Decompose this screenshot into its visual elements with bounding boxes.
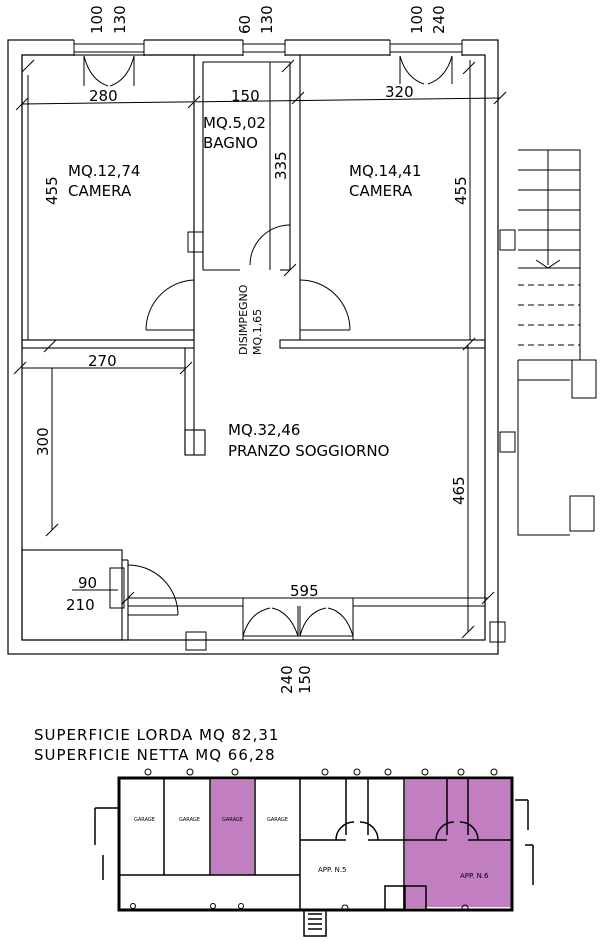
dim-bagno-width: 150 — [231, 87, 260, 105]
dim-entry-door-height: 210 — [66, 596, 95, 614]
key-plan: GARAGE GARAGE GARAGE GARAGE APP. N.5 APP… — [94, 768, 534, 937]
key-garage-4: GARAGE — [267, 817, 288, 823]
dimension-labels: 100 130 60 130 100 240 280 150 320 455 3… — [34, 5, 470, 694]
fixtures — [185, 229, 516, 651]
door-entry — [127, 564, 179, 616]
room-pranzo-name: PRANZO SOGGIORNO — [228, 442, 389, 460]
dim-camera-right-height: 455 — [452, 176, 470, 205]
dim-top-left-1: 100 — [88, 5, 106, 34]
dim-pranzo-upper-width: 270 — [88, 352, 117, 370]
highlight-app-6 — [405, 780, 511, 907]
dim-camera-left-width: 280 — [89, 87, 118, 105]
room-labels: MQ.12,74 CAMERA MQ.5,02 BAGNO MQ.14,41 C… — [68, 114, 421, 460]
dim-camera-right-width: 320 — [385, 83, 414, 101]
dim-pranzo-width: 595 — [290, 582, 319, 600]
door-camera-left — [145, 279, 195, 331]
dim-camera-left-height: 455 — [43, 176, 61, 205]
dimension-lines — [13, 59, 507, 639]
dim-bottom-window-2: 150 — [296, 665, 314, 694]
key-garage-1: GARAGE — [134, 817, 155, 823]
door-arcs — [109, 224, 354, 641]
room-disimpegno-area: MQ.1,65 — [251, 309, 264, 355]
stair — [517, 149, 597, 536]
window-top-left — [73, 40, 145, 87]
dim-pranzo-right-height: 465 — [450, 476, 468, 505]
highlight-app-6-entry — [404, 888, 426, 908]
highlight-garage — [211, 780, 254, 875]
room-camera-right-area: MQ.14,41 — [349, 162, 421, 180]
key-app-6: APP. N.6 — [460, 872, 489, 880]
window-top-right — [389, 40, 463, 85]
window-top-mid — [242, 40, 286, 56]
room-bagno-area: MQ.5,02 — [203, 114, 266, 132]
door-bagno — [249, 224, 291, 266]
dim-entry-door-width: 90 — [78, 574, 97, 592]
dim-pranzo-left-height: 300 — [34, 427, 52, 456]
room-bagno-name: BAGNO — [203, 134, 258, 152]
dim-top-mid-2: 130 — [258, 5, 276, 34]
summary-netta: SUPERFICIE NETTA MQ 66,28 — [34, 746, 276, 764]
main-plan — [7, 37, 597, 655]
dim-top-right-2: 240 — [430, 5, 448, 34]
room-pranzo-area: MQ.32,46 — [228, 421, 300, 439]
key-plan-windows — [130, 768, 498, 912]
interior-walls — [21, 54, 486, 641]
summary-lorda: SUPERFICIE LORDA MQ 82,31 — [34, 726, 279, 744]
dim-bottom-window-1: 240 — [278, 665, 296, 694]
dim-top-left-2: 130 — [111, 5, 129, 34]
room-camera-left-area: MQ.12,74 — [68, 162, 140, 180]
dim-bagno-height: 335 — [272, 151, 290, 180]
dim-top-mid-1: 60 — [236, 15, 254, 34]
key-garage-2: GARAGE — [179, 817, 200, 823]
room-camera-right-name: CAMERA — [349, 182, 413, 200]
door-camera-right — [299, 279, 351, 331]
key-garage-3: GARAGE — [222, 817, 243, 823]
room-disimpegno-name: DISIMPEGNO — [237, 284, 250, 355]
room-camera-left-name: CAMERA — [68, 182, 132, 200]
dim-top-right-1: 100 — [408, 5, 426, 34]
key-app-5: APP. N.5 — [318, 866, 347, 874]
